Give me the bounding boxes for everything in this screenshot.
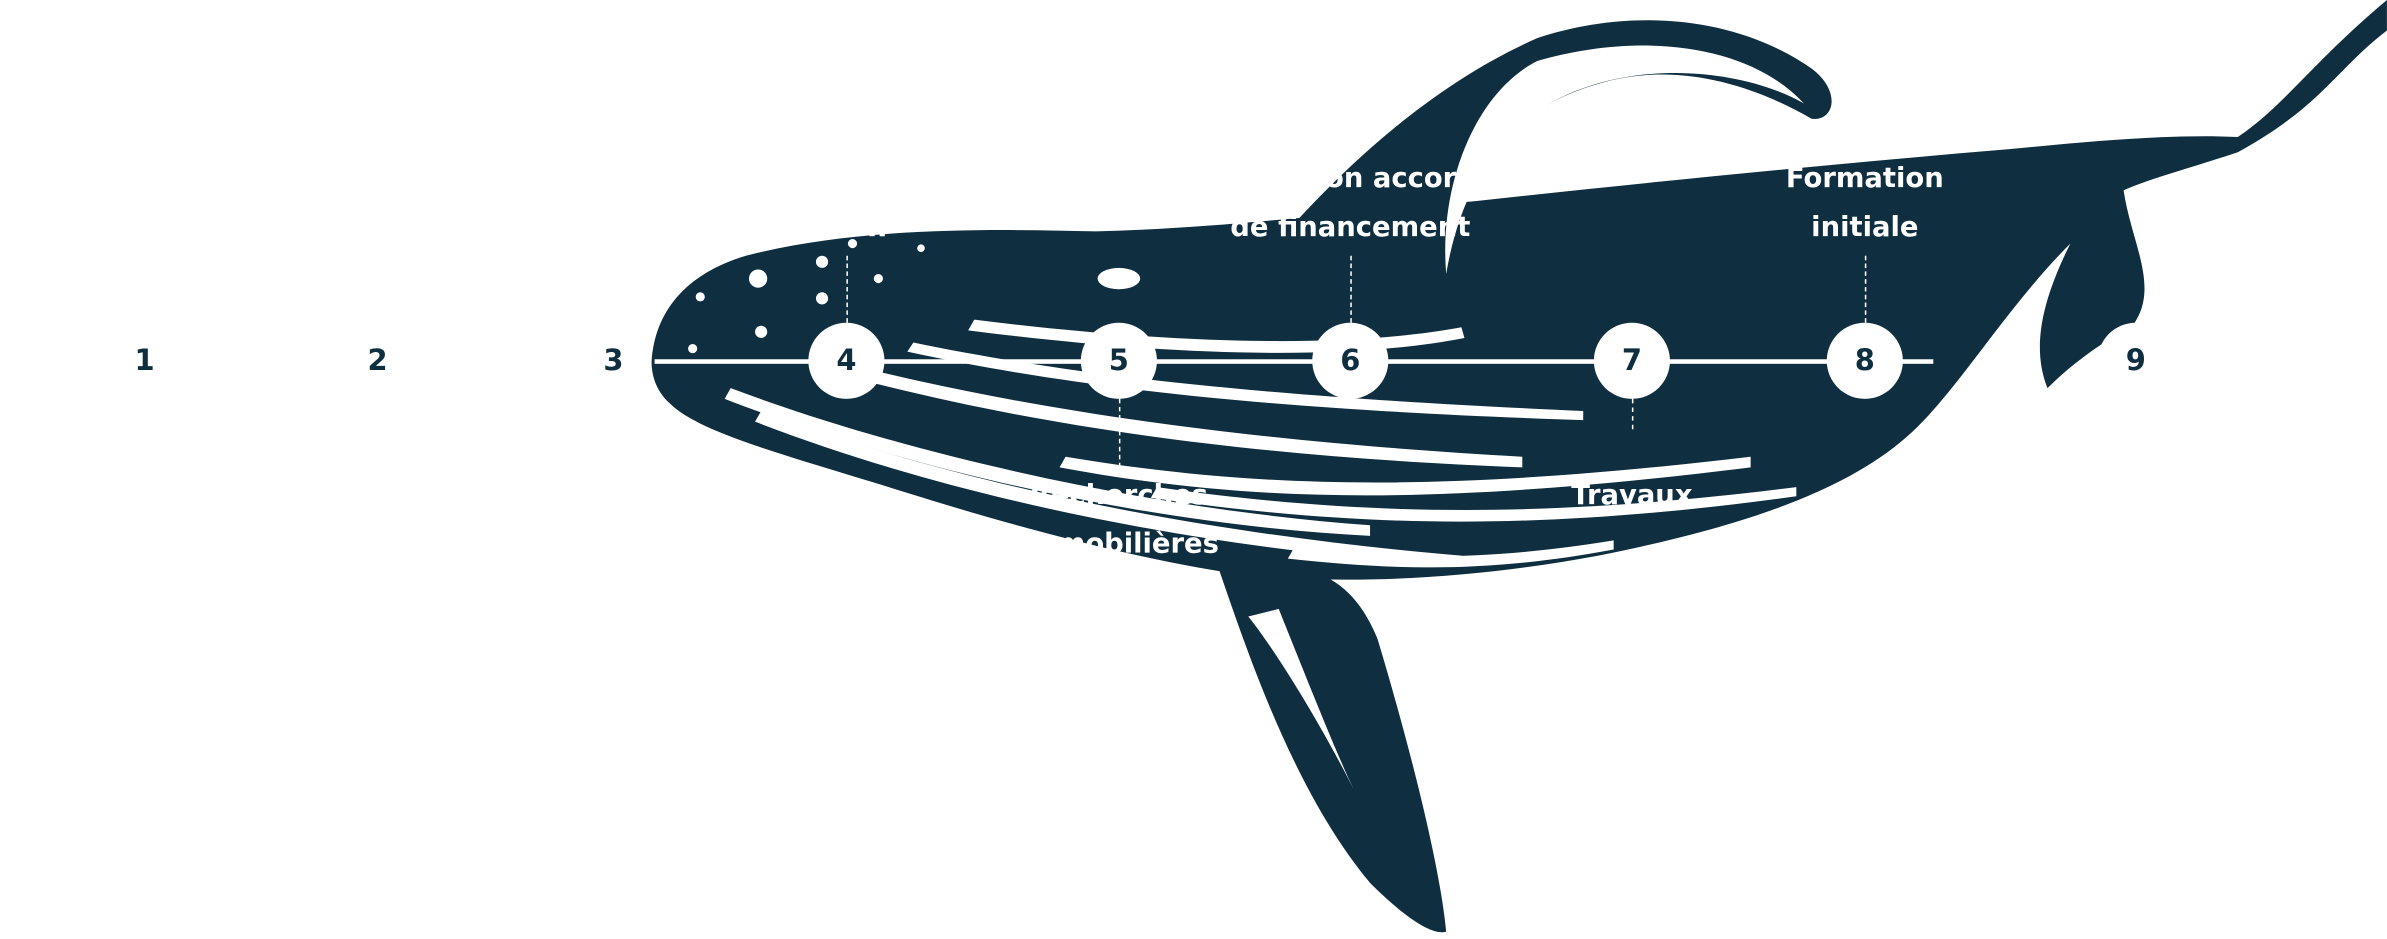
connector [1864,255,1867,323]
step-3: 3 [575,322,652,399]
step-number: 1 [134,344,155,378]
connector [1350,255,1352,323]
step-label-8: Formation initiale [1785,162,1944,244]
step-number: 4 [836,344,857,378]
connector [1118,398,1121,468]
timeline-line [654,359,1934,364]
step-6: 6 [1312,322,1389,399]
step-number: 2 [367,344,388,378]
step-label-4: Envoi et signature du DIP [704,162,988,244]
step-label-3: Validation de votre candidature [465,479,762,561]
step-label-2: Journée découverte [226,205,529,238]
connector [846,255,848,323]
step-label-6: Obtention accords de financement [1208,162,1493,244]
step-5: 5 [1080,322,1157,399]
step-4: 4 [808,322,885,399]
step-label-1: Dépôt de candidature [0,479,185,561]
step-7: 7 [1593,322,1670,399]
step-number: 3 [603,344,624,378]
connector [1631,398,1634,430]
step-2: 2 [339,322,416,399]
step-label-7: Travaux [1571,479,1693,512]
step-number: 5 [1108,344,1129,378]
step-8: 8 [1826,322,1903,399]
step-9: 9 [2097,322,2174,399]
step-number: 7 [1621,344,1642,378]
step-1: 1 [106,322,183,399]
step-number: 8 [1854,344,1875,378]
step-label-9: Ouverture de votre CHANAT [1987,479,2285,561]
step-label-5: Recherches immobilières [1018,479,1219,561]
step-number: 9 [2125,344,2146,378]
step-number: 6 [1340,344,1361,378]
